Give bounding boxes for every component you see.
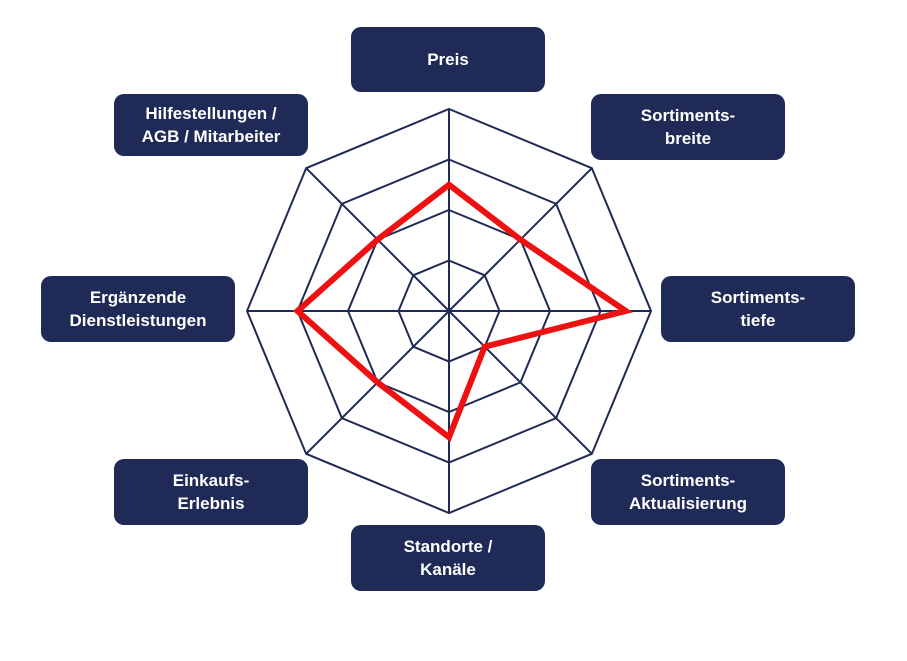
- series-point: [448, 183, 450, 186]
- series-point: [519, 238, 522, 241]
- axis-label-einkaufserlebnis: Einkaufs-Erlebnis: [114, 459, 308, 525]
- axis-spoke: [448, 310, 593, 455]
- series-point: [296, 310, 299, 312]
- series-point: [624, 310, 627, 312]
- axis-label-preis: Preis: [351, 27, 545, 92]
- axis-label-sortimentstiefe: Sortiments-tiefe: [661, 276, 855, 342]
- series-point: [376, 381, 379, 384]
- series-point: [448, 436, 450, 439]
- series-point: [483, 345, 486, 348]
- axis-label-sortimentsaktualisierung: Sortiments-Aktualisierung: [591, 459, 785, 525]
- radar-series: [292, 180, 633, 443]
- series-point: [376, 238, 379, 241]
- axis-label-sortimentsbreite: Sortiments-breite: [591, 94, 785, 160]
- radar-grid: [245, 107, 653, 515]
- axis-label-standorte-kanaele: Standorte /Kanäle: [351, 525, 545, 591]
- axis-label-hilfestellungen: Hilfestellungen /AGB / Mitarbeiter: [114, 94, 308, 156]
